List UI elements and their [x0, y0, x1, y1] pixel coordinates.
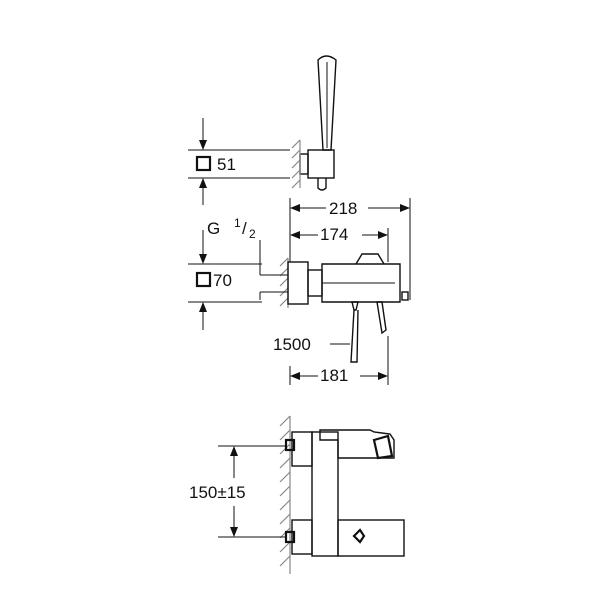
- label-150: 150±15: [189, 483, 246, 502]
- label-thread-numerator: 1: [234, 216, 241, 230]
- dimension-1500: 1500: [273, 335, 350, 354]
- square-symbol-icon: [195, 271, 212, 288]
- label-218: 218: [329, 199, 357, 218]
- top-handle: [319, 429, 395, 459]
- label-thread-denominator: 2: [249, 227, 256, 241]
- mixer-column: [311, 431, 339, 557]
- bottom-spout: [337, 519, 405, 557]
- wall-rosette: [287, 261, 309, 305]
- label-181: 181: [320, 366, 348, 385]
- dimension-square-70: 70: [188, 230, 262, 330]
- dimension-150: 150±15: [189, 445, 286, 538]
- dimension-218: 218: [289, 196, 411, 300]
- wall-section-top: [291, 139, 301, 189]
- dimension-square-51: 51: [188, 118, 290, 205]
- mixer-side-view: 218 174 G 1 / 2: [188, 196, 411, 386]
- label-1500: 1500: [273, 335, 311, 354]
- thread-label: G 1 / 2: [207, 216, 288, 300]
- mixer-body: [321, 263, 401, 303]
- label-square-70: 70: [213, 271, 232, 290]
- mixer-front-view: 150±15: [189, 415, 405, 574]
- mixer-lever: [355, 253, 385, 265]
- dimension-174: 174: [290, 223, 389, 262]
- label-thread-g: G: [207, 219, 220, 238]
- dimension-181: 181: [289, 336, 389, 386]
- hand-shower: [317, 55, 337, 151]
- square-symbol-icon: [195, 155, 212, 172]
- label-square-51: 51: [217, 155, 236, 174]
- hose-outlet: [317, 178, 327, 191]
- label-174: 174: [320, 225, 348, 244]
- handle-down: [376, 301, 387, 335]
- svg-text:/: /: [242, 219, 247, 238]
- spout: [351, 301, 359, 311]
- hose: [350, 309, 359, 363]
- wall-section-middle: [279, 257, 289, 308]
- shower-holder: [307, 149, 335, 179]
- hand-shower-holder-view: 51: [188, 55, 337, 205]
